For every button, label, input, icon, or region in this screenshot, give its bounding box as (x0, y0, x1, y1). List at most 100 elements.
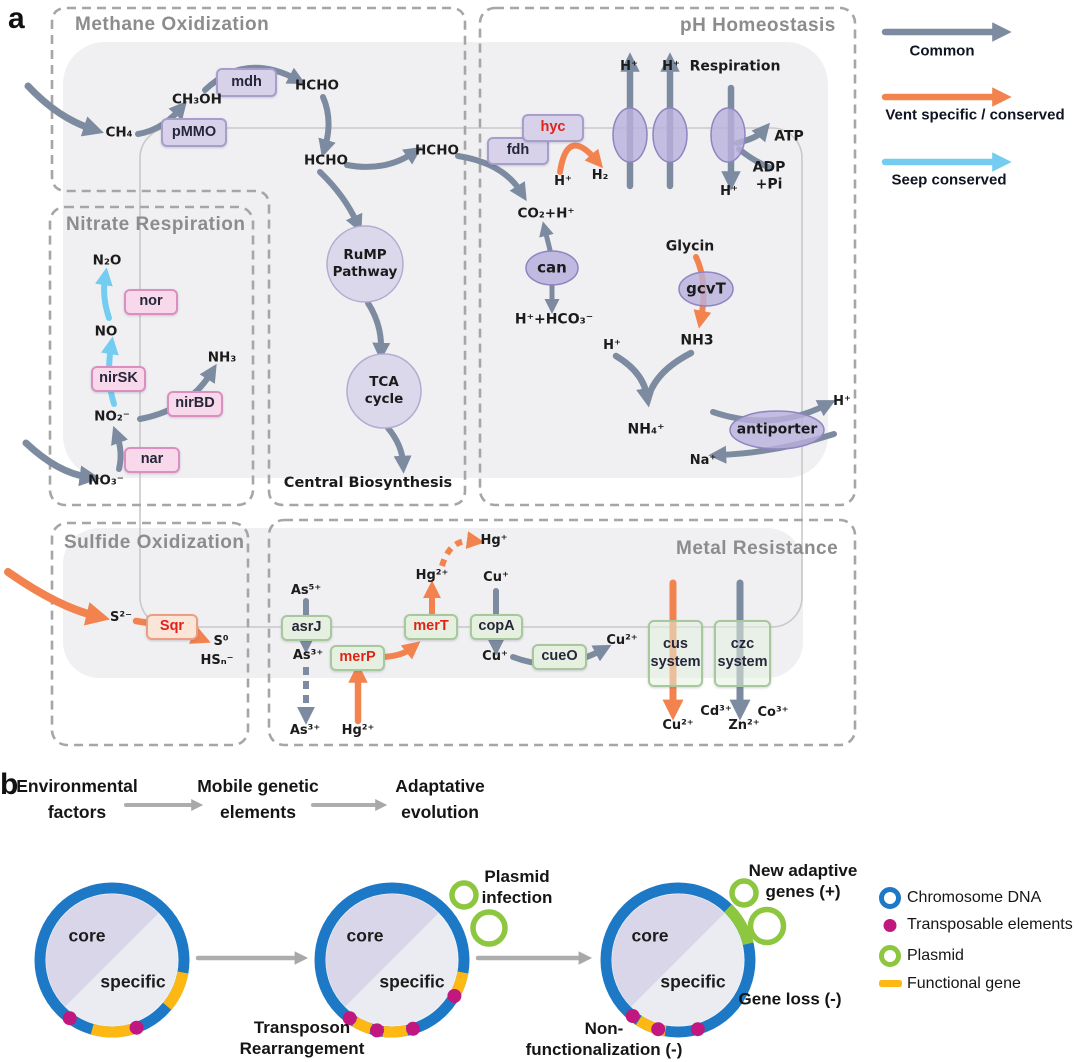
gene-cus-system: cus system (648, 620, 703, 687)
molecule-h-antiporter: H⁺ (833, 393, 851, 409)
molecule-hg-plus: Hg⁺ (480, 532, 508, 548)
ph-section-title: pH Homeostasis (680, 15, 836, 36)
proton-pump-2 (652, 107, 688, 163)
stage-mobile-genetic-elements: Mobile genetic elements (197, 776, 319, 822)
genome-circle-3 (600, 878, 787, 1038)
transposable-element-dot (62, 1011, 77, 1026)
panel-b-label: b (0, 768, 19, 801)
plasmid-ring (449, 880, 479, 910)
organelles (326, 107, 825, 450)
proton-pump-1 (612, 107, 648, 163)
metal-section-title: Metal Resistance (676, 538, 839, 559)
chromosome-ring (600, 882, 756, 1038)
molecule-no3: NO₃⁻ (88, 472, 124, 489)
methane-section-title: Methane Oxidization (75, 14, 270, 35)
genome-circle-1 (34, 882, 190, 1038)
gene-hyc: hyc (522, 114, 584, 142)
antiporter-label: antiporter (736, 421, 818, 438)
gene-nirbd: nirBD (167, 391, 223, 417)
molecule-zn2: Zn²⁺ (728, 717, 760, 733)
gene-cueo: cueO (532, 644, 587, 670)
sulfide-section-title: Sulfide Oxidization (64, 532, 245, 553)
molecule-hcho-1: HCHO (295, 77, 339, 94)
gene-pmmo: pMMO (161, 118, 227, 147)
new-gene-arc (724, 904, 754, 946)
gene-asrj: asrJ (281, 615, 332, 641)
functional-gene-arc (162, 971, 189, 1010)
nonfunctionalization-note: Non- functionalization (-) (525, 1019, 683, 1059)
transposable-element-dot (651, 1022, 666, 1037)
molecule-cu2-cueo: Cu²⁺ (606, 632, 638, 648)
transposable-element-dot (625, 1009, 640, 1023)
molecule-na: Na⁺ (689, 452, 717, 468)
molecule-h2: H₂ (591, 167, 609, 183)
panel-a-label: a (8, 2, 25, 35)
antiporter-ellipse (729, 410, 825, 450)
molecule-h-atpase: H⁺ (720, 183, 738, 199)
molecule-pi: +Pi (755, 176, 783, 193)
molecule-cu1-mid: Cu⁺ (482, 648, 508, 664)
central-biosynthesis-label: Central Biosynthesis (283, 474, 453, 491)
molecule-ch3oh: CH₃OH (172, 91, 222, 108)
plasmid-ring (747, 906, 787, 946)
circle3-core-label: core (631, 925, 669, 946)
transposable-element-dot (342, 1011, 357, 1026)
molecule-adp: ADP (752, 159, 786, 176)
gene-mdh: mdh (216, 68, 277, 97)
molecule-as3-mid: As³⁺ (292, 647, 324, 663)
molecule-nh3-ph: NH3 (680, 332, 714, 349)
gene-nar: nar (124, 447, 180, 473)
nitrate-section-outline (48, 205, 255, 507)
panel-b-legend-icons (879, 887, 902, 987)
transposable-element-dot (129, 1020, 144, 1035)
molecule-hg2-bottom: Hg²⁺ (341, 722, 375, 738)
section-outlines (48, 6, 857, 747)
molecule-atp: ATP (774, 128, 804, 145)
molecule-glycin: Glycin (665, 238, 715, 255)
molecule-hg2-top: Hg²⁺ (415, 567, 449, 583)
molecule-nh4: NH₄⁺ (627, 421, 665, 438)
circle3-specific-label: specific (660, 971, 726, 992)
circle1-core-label: core (68, 925, 106, 946)
ph-section-outline (478, 6, 857, 507)
transposon-rearrangement-note: Transposon Rearrangement (239, 1018, 365, 1058)
atp-synthase (710, 107, 746, 163)
molecule-co2-h: CO₂+H⁺ (517, 205, 575, 222)
rump-pathway-label: RuMP Pathway (332, 247, 398, 280)
functional-gene-arc (382, 1024, 409, 1038)
transposable-element-dot (447, 989, 462, 1003)
molecule-hcho-3: HCHO (415, 142, 459, 159)
legend-plasmid: Plasmid (907, 947, 964, 964)
molecule-hcho-2: HCHO (304, 152, 348, 169)
legend-functional-gene: Functional gene (907, 975, 1021, 992)
enzyme-gcvt-label: gcvT (686, 279, 726, 298)
metal-section-outline (267, 518, 857, 747)
nitrate-section-title: Nitrate Respiration (66, 214, 246, 235)
methane-section-outline (50, 6, 467, 507)
sulfide-section-outline (50, 521, 250, 747)
gene-czc-system: czc system (714, 620, 771, 687)
gene-copa: copA (470, 614, 523, 640)
tca-cycle-label: TCA cycle (364, 374, 404, 407)
molecule-no2: NO₂⁻ (94, 408, 130, 425)
plasmid-ring (729, 878, 759, 908)
molecule-nh3-n: NH₃ (207, 349, 237, 366)
molecule-h-hyc: H⁺ (554, 173, 572, 189)
gene-loss-note: Gene loss (-) (738, 989, 842, 1009)
legend-chromosome-dna: Chromosome DNA (907, 889, 1042, 906)
respiration-label: Respiration (689, 58, 781, 75)
plasmid-infection-note: Plasmid infection (481, 867, 553, 907)
gene-mert: merT (404, 614, 458, 640)
gene-sqr: Sqr (146, 614, 198, 640)
stage-environmental-factors: Environmental factors (16, 776, 138, 822)
circle2-specific-label: specific (379, 971, 445, 992)
can-enzyme-ellipse (525, 250, 579, 286)
rump-pathway-circle (326, 225, 404, 303)
transposable-element-dot (370, 1023, 384, 1038)
circle2-core-label: core (346, 925, 384, 946)
molecule-as3-out: As³⁺ (289, 722, 321, 738)
plasmid-ring (470, 909, 508, 947)
legend-common-label: Common (909, 42, 975, 60)
gene-nor: nor (124, 289, 178, 315)
